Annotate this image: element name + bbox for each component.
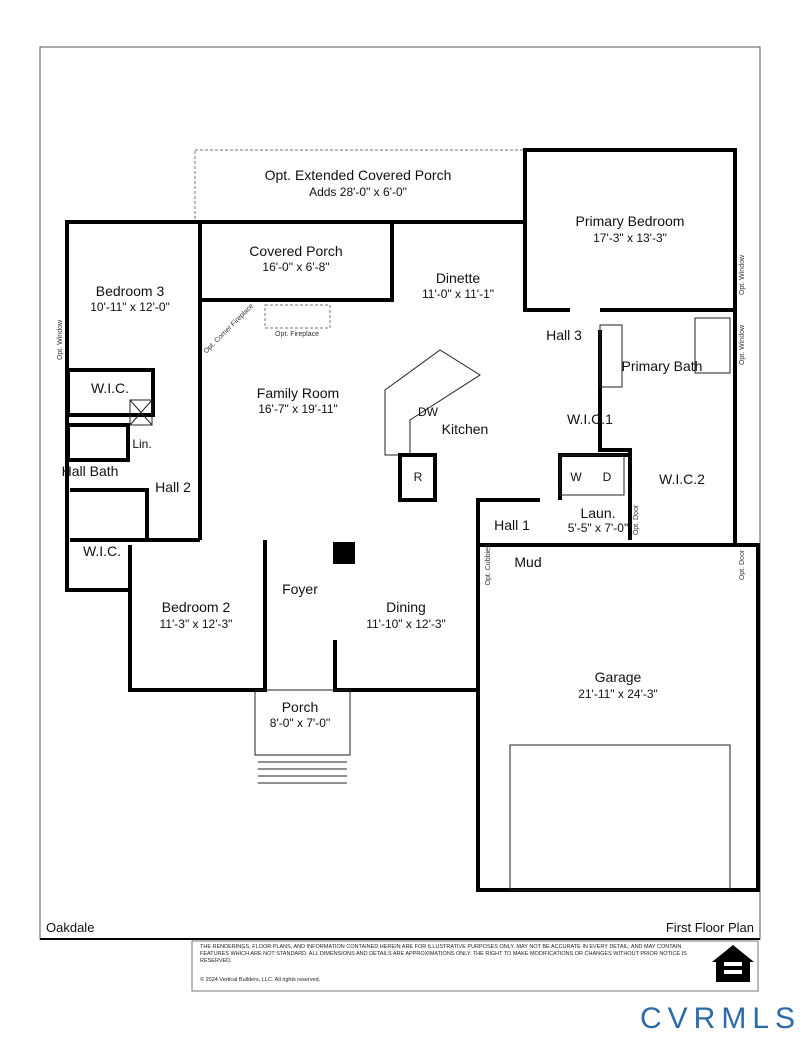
room-name: Family Room [257,385,339,401]
label: Hall 2 [155,479,191,495]
room-dim: 16'-7" x 19'-11" [258,402,338,416]
garage-door [509,744,731,891]
room-name: Porch [282,699,319,715]
label: W [570,470,582,484]
room-dim: Adds 28'-0" x 6'-0" [309,185,407,199]
label: Opt. Corner Fireplace [203,303,256,356]
room-dim: 17'-3" x 13'-3" [593,231,667,245]
room-name: Bedroom 3 [96,283,165,299]
copyright-text: © 2024 Vertical Builders, LLC. All right… [200,977,321,983]
label: Foyer [282,581,318,597]
room-name: Bedroom 2 [162,599,231,615]
label: Hall Bath [62,463,119,479]
room-name: Laun. [580,505,615,521]
column [333,542,355,564]
room-name: Primary Bedroom [576,213,685,229]
room-dim: 8'-0" x 7'-0" [270,716,330,730]
label: Mud [514,554,541,570]
label: R [414,470,423,484]
room-name: Garage [595,669,642,685]
room-name: Opt. Extended Covered Porch [265,167,452,183]
mls-logo: CVRMLS [640,1002,800,1035]
label: W.I.C. [91,380,129,396]
room-name: Covered Porch [249,243,342,259]
label: Opt. Cubbies [485,544,492,585]
room-dim: 21'-11" x 24'-3" [578,687,658,701]
room-dim: 5'-5" x 7'-0" [568,521,628,535]
label: Opt. Window [739,324,746,365]
kitchen-island [384,349,481,456]
disclaimer-text: The renderings, floor plans, and informa… [200,944,687,964]
label: Primary Bath [622,358,703,374]
room-name: Dining [386,599,426,615]
label: Opt. Door [633,504,640,535]
disclaimer-box [191,940,759,992]
room-name: Dinette [436,270,481,286]
label: Hall 3 [546,327,582,343]
label: Opt. Fireplace [275,331,319,338]
label: W.I.C.1 [567,411,613,427]
label: Opt. Window [739,254,746,295]
label: Opt. Window [57,319,64,360]
room-dim: 10'-11" x 12'-0" [90,300,170,314]
label: Kitchen [442,421,489,437]
label: Lin. [132,437,151,451]
plan-name: Oakdale [46,920,95,935]
room-dim: 16'-0" x 6'-8" [262,260,329,274]
plan-type: First Floor Plan [665,920,754,935]
room-dim: 11'-0" x 11'-1" [422,287,494,301]
equal-housing-logo [712,945,754,982]
label: D [603,470,612,484]
label: W.I.C. [83,543,121,559]
room-dim: 11'-10" x 12'-3" [366,617,446,631]
label: DW [418,405,439,419]
label: Opt. Door [739,549,746,580]
room-dim: 11'-3" x 12'-3" [160,617,233,631]
label: W.I.C.2 [659,471,705,487]
room-labels: Opt. Extended Covered Porch Adds 28'-0" … [57,167,746,730]
walls [65,148,760,892]
label: Hall 1 [494,517,530,533]
